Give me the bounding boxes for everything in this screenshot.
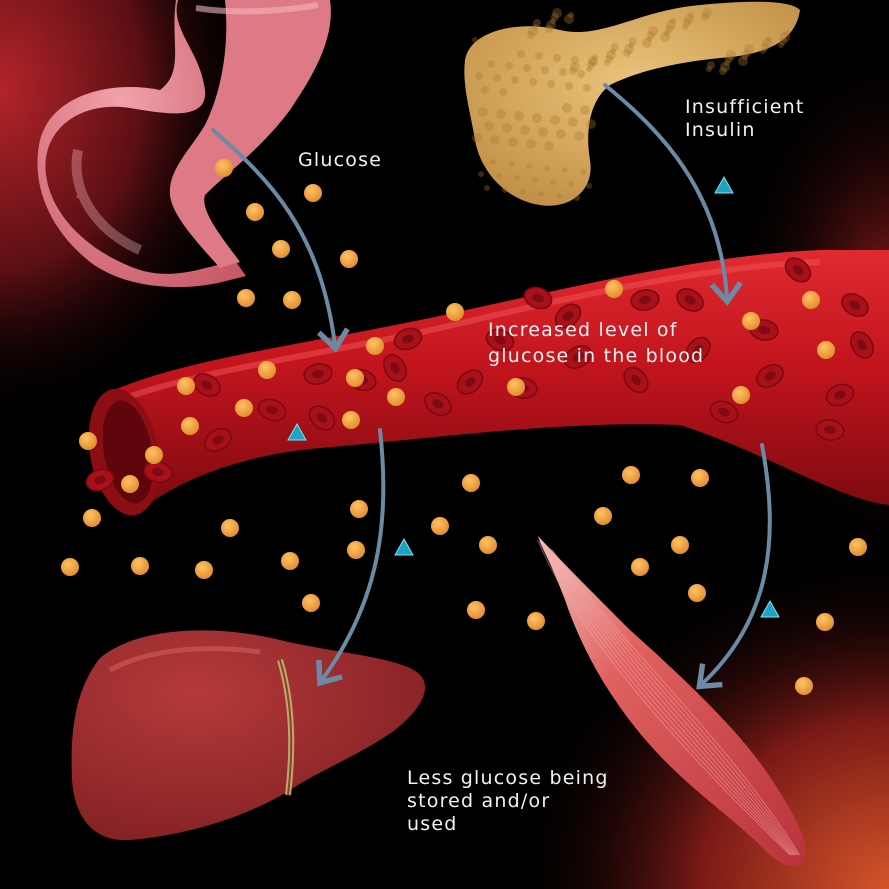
red-blood-cell-icon bbox=[841, 293, 869, 317]
glucose-molecule-icon bbox=[631, 558, 649, 576]
red-blood-cell-icon bbox=[485, 328, 515, 352]
glucose-molecule-icon bbox=[237, 289, 255, 307]
red-blood-cell-icon bbox=[685, 336, 711, 364]
red-blood-cell-icon bbox=[623, 366, 649, 394]
insulin-molecule-icon bbox=[760, 599, 780, 618]
glucose-molecule-icon bbox=[802, 291, 820, 309]
glucose-molecule-icon bbox=[527, 612, 545, 630]
red-blood-cell-icon bbox=[850, 331, 874, 359]
glucose-label: Glucose bbox=[298, 149, 383, 171]
arrow-pancreas-to-vessel bbox=[603, 83, 743, 306]
glucose-molecule-icon bbox=[467, 601, 485, 619]
muscle-fibers bbox=[537, 540, 801, 856]
glucose-molecule-icon bbox=[742, 312, 760, 330]
glucose-molecule-icon bbox=[281, 552, 299, 570]
glucose-molecule-icon bbox=[304, 184, 322, 202]
arrow-vessel-to-muscle bbox=[696, 443, 772, 690]
glucose-molecule-icon bbox=[131, 557, 149, 575]
red-blood-cell-icon bbox=[815, 419, 845, 441]
insulin-molecule-icon bbox=[714, 175, 734, 194]
red-blood-cell-icon bbox=[676, 288, 704, 312]
glucose-molecule-icon bbox=[342, 411, 360, 429]
red-blood-cell-icon bbox=[784, 257, 812, 283]
insulin-molecules bbox=[287, 175, 780, 618]
red-blood-cell-icon bbox=[709, 400, 739, 424]
glucose-molecules bbox=[61, 159, 867, 695]
glucose-molecule-icon bbox=[235, 399, 253, 417]
red-blood-cell-icon bbox=[85, 468, 115, 492]
glucose-molecule-icon bbox=[691, 469, 709, 487]
glucose-molecule-icon bbox=[79, 432, 97, 450]
glucose-molecule-icon bbox=[302, 594, 320, 612]
pancreas-texture bbox=[472, 8, 790, 201]
glucose-molecule-icon bbox=[795, 677, 813, 695]
red-blood-cell-icon bbox=[257, 398, 287, 422]
glucose-molecule-icon bbox=[817, 341, 835, 359]
glucose-molecule-icon bbox=[622, 466, 640, 484]
red-blood-cell-icon bbox=[756, 364, 784, 388]
insulin-molecule-icon bbox=[394, 537, 414, 556]
glucose-molecule-icon bbox=[849, 538, 867, 556]
glucose-molecule-icon bbox=[121, 475, 139, 493]
glucose-molecule-icon bbox=[215, 159, 233, 177]
glucose-molecule-icon bbox=[283, 291, 301, 309]
less-glucose-stored-label: Less glucose being stored and/or used bbox=[407, 767, 609, 835]
glucose-molecule-icon bbox=[479, 536, 497, 554]
glucose-molecule-icon bbox=[732, 386, 750, 404]
glucose-molecule-icon bbox=[387, 388, 405, 406]
glucose-molecule-icon bbox=[145, 446, 163, 464]
glucose-molecule-icon bbox=[346, 369, 364, 387]
insufficient-insulin-label: Insufficient Insulin bbox=[685, 96, 805, 141]
glucose-molecule-icon bbox=[347, 541, 365, 559]
glucose-molecule-icon bbox=[177, 377, 195, 395]
red-blood-cell-icon bbox=[523, 286, 553, 310]
red-blood-cell-icon bbox=[424, 392, 452, 416]
glucose-molecule-icon bbox=[507, 378, 525, 396]
pancreas-organ bbox=[464, 1, 800, 206]
red-blood-cell-icon bbox=[303, 363, 333, 385]
glucose-molecule-icon bbox=[181, 417, 199, 435]
glucose-molecule-icon bbox=[83, 509, 101, 527]
red-blood-cell-icon bbox=[383, 354, 407, 382]
flow-arrows bbox=[211, 83, 772, 690]
red-blood-cell-icon bbox=[825, 383, 855, 407]
arrow-stomach-to-vessel bbox=[211, 128, 350, 353]
red-blood-cell-icon bbox=[143, 461, 173, 483]
glucose-molecule-icon bbox=[688, 584, 706, 602]
glucose-molecule-icon bbox=[446, 303, 464, 321]
glucose-molecule-icon bbox=[594, 507, 612, 525]
insulin-molecule-icon bbox=[287, 422, 307, 441]
red-blood-cell-icon bbox=[308, 405, 336, 431]
stomach-organ bbox=[37, 0, 331, 288]
glucose-molecule-icon bbox=[366, 337, 384, 355]
glucose-molecule-icon bbox=[350, 500, 368, 518]
glucose-molecule-icon bbox=[816, 613, 834, 631]
glucose-molecule-icon bbox=[462, 474, 480, 492]
glucose-molecule-icon bbox=[340, 250, 358, 268]
glucose-molecule-icon bbox=[605, 280, 623, 298]
increased-glucose-label: Increased level of glucose in the blood bbox=[488, 319, 705, 367]
glucose-molecule-icon bbox=[246, 203, 264, 221]
glucose-molecule-icon bbox=[431, 517, 449, 535]
red-blood-cell-icon bbox=[564, 345, 592, 369]
glucose-molecule-icon bbox=[61, 558, 79, 576]
arrow-vessel-to-liver bbox=[316, 428, 386, 687]
red-blood-cell-icon bbox=[554, 303, 582, 329]
glucose-molecule-icon bbox=[272, 240, 290, 258]
muscle-organ bbox=[537, 536, 807, 867]
glucose-molecule-icon bbox=[221, 519, 239, 537]
red-blood-cell-icon bbox=[456, 369, 484, 395]
glucose-molecule-icon bbox=[671, 536, 689, 554]
red-blood-cell-icon bbox=[393, 327, 423, 351]
red-blood-cell-icon bbox=[630, 289, 660, 311]
red-blood-cell-icon bbox=[193, 373, 221, 397]
glucose-molecule-icon bbox=[195, 561, 213, 579]
glucose-molecule-icon bbox=[258, 361, 276, 379]
red-blood-cell-icon bbox=[204, 428, 232, 452]
